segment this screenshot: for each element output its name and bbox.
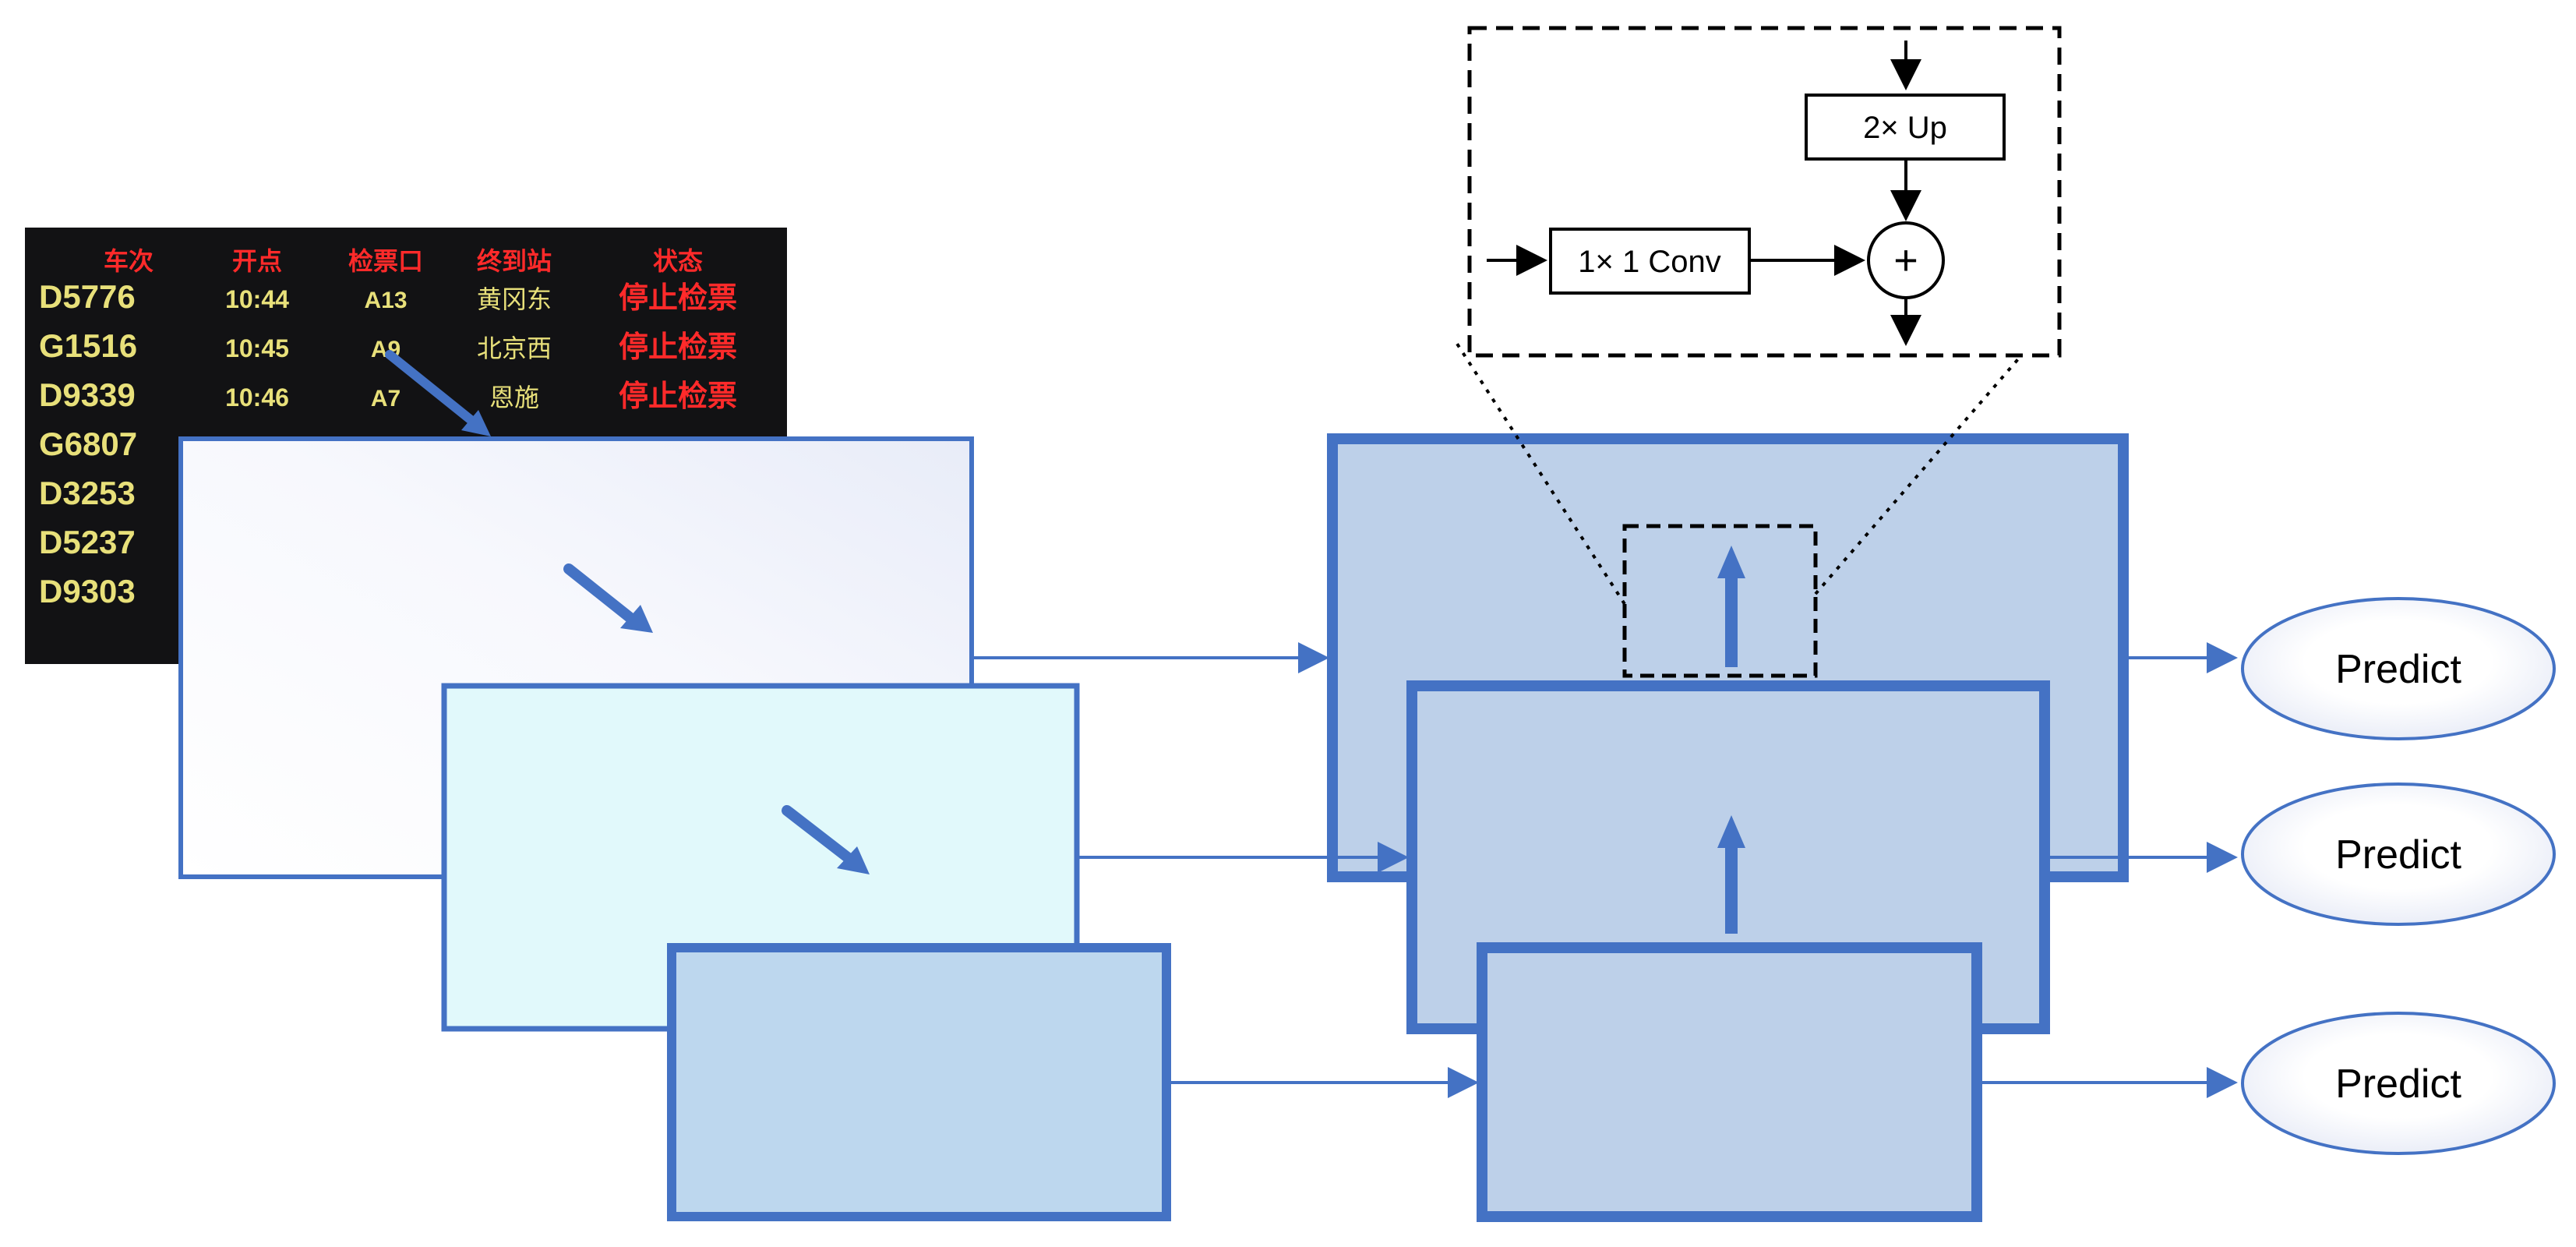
bottom-up-arrowhead-3	[837, 846, 870, 874]
board-header-status: 状态	[653, 246, 703, 276]
board-row-train: G6807	[39, 426, 137, 462]
zoom-connector-right	[1814, 353, 2024, 595]
top-down-upsample-arrowhead-lower	[1717, 815, 1745, 848]
bottom-up-level-3	[667, 943, 1171, 1221]
board-row-status: 停止检票	[619, 281, 737, 315]
board-row-dest: 黄冈东	[477, 284, 552, 314]
predict-label-top: Predict	[2335, 647, 2461, 692]
board-row-gate: A7	[371, 386, 401, 412]
board-row-train: D9339	[39, 376, 136, 413]
upsample-label: 2× Up	[1863, 111, 1947, 145]
zoom-connector-left	[1454, 340, 1626, 606]
board-row-train: D5237	[39, 524, 136, 560]
board-row-time: 10:46	[225, 383, 289, 412]
predict-label-middle: Predict	[2335, 832, 2461, 878]
board-row-dest: 恩施	[489, 383, 539, 412]
board-row-train: G1516	[39, 327, 137, 364]
bottom-up-arrow-1	[385, 350, 482, 429]
predict-node-top	[2241, 597, 2556, 740]
inset-border	[1467, 26, 2062, 358]
add-symbol: +	[1893, 237, 1918, 284]
predict-node-middle	[2241, 782, 2556, 926]
board-row-dest: 北京西	[477, 334, 552, 363]
board-row-train: D5776	[39, 278, 136, 315]
zoom-region-box	[1622, 524, 1818, 678]
top-down-upsample-arrow-lower	[1725, 846, 1738, 934]
conv-box	[1549, 228, 1751, 295]
board-header-destination: 终到站	[477, 246, 552, 276]
board-row-train: D9303	[39, 573, 136, 609]
conv-label: 1× 1 Conv	[1578, 245, 1720, 279]
top-down-upsample-arrowhead-upper	[1717, 546, 1745, 578]
board-header-gate: 检票口	[348, 246, 423, 276]
bottom-up-arrowhead-1	[461, 410, 491, 436]
board-header-time: 开点	[232, 246, 282, 276]
predict-label-bottom: Predict	[2335, 1062, 2461, 1107]
top-down-level-3	[1477, 942, 1982, 1222]
board-row-status: 停止检票	[619, 379, 737, 413]
top-down-upsample-arrow-upper	[1725, 575, 1738, 667]
board-header-train: 车次	[104, 246, 154, 276]
bottom-up-arrowhead-2	[620, 605, 653, 633]
upsample-box	[1805, 94, 2006, 161]
board-row-time: 10:44	[225, 285, 289, 313]
merge-block-inset: 2× Up 1× 1 Conv +	[1467, 26, 2062, 358]
board-header-row: 车次 开点 检票口 终到站 状态	[104, 246, 703, 276]
bottom-up-arrow-3	[782, 805, 861, 869]
board-row-status: 停止检票	[619, 330, 737, 364]
board-row-train: D3253	[39, 475, 136, 511]
bottom-up-arrow-2	[563, 563, 643, 629]
board-row-time: 10:45	[225, 334, 289, 362]
board-row-gate: A13	[364, 288, 407, 313]
predict-node-bottom	[2241, 1012, 2556, 1155]
